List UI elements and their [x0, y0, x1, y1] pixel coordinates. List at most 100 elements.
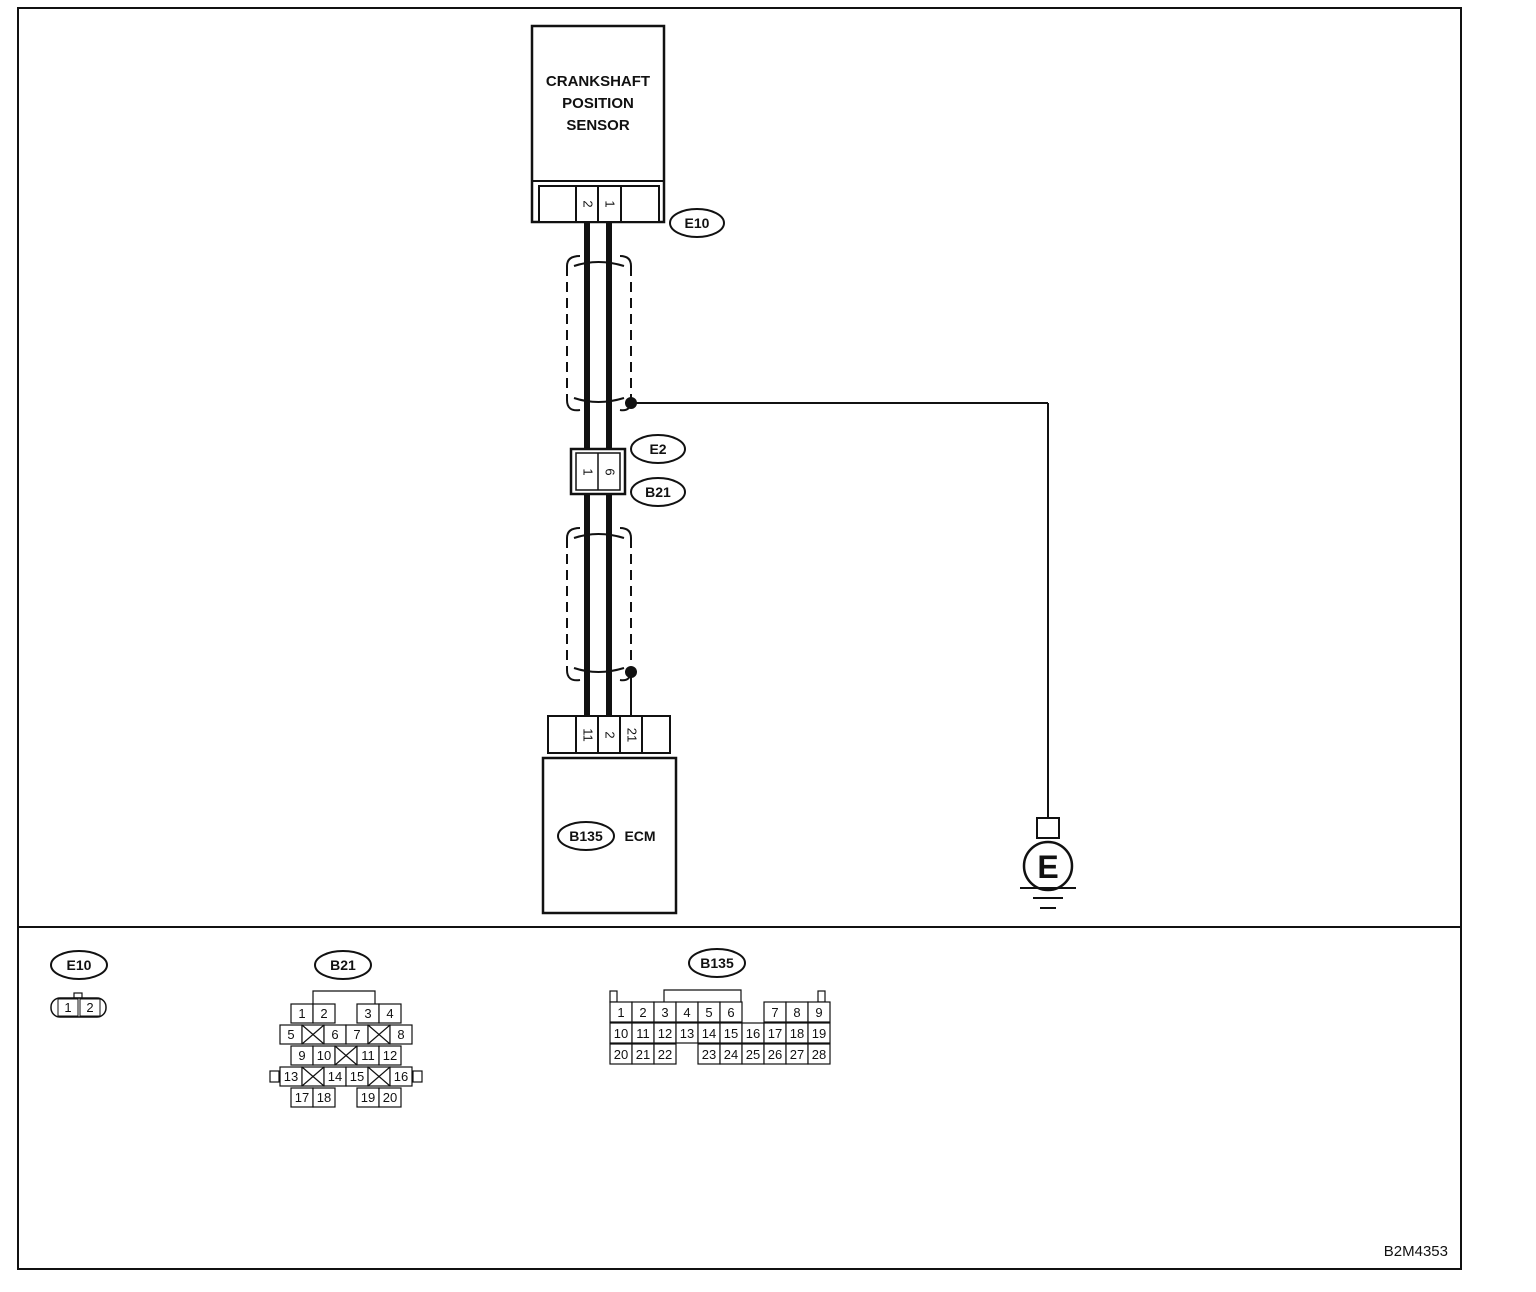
b135-pin-4: 4	[675, 1001, 699, 1023]
view-e10-pin-1: 1	[64, 1000, 71, 1015]
svg-text:22: 22	[658, 1047, 672, 1062]
svg-text:17: 17	[295, 1090, 309, 1105]
b135-pin-18: 18	[785, 1022, 809, 1044]
sensor-name-line3: SENSOR	[566, 117, 630, 134]
b135-pin-20: 20	[609, 1043, 633, 1065]
svg-text:21: 21	[636, 1047, 650, 1062]
svg-text:8: 8	[397, 1027, 404, 1042]
svg-text:3: 3	[661, 1005, 668, 1020]
svg-text:16: 16	[394, 1069, 408, 1084]
ecm-pin-2: 2	[603, 731, 618, 738]
junction-connector: 1 6	[569, 447, 627, 496]
svg-text:4: 4	[683, 1005, 690, 1020]
b135-pin-25: 25	[741, 1043, 765, 1065]
ecm-name: ECM	[624, 828, 655, 844]
b135-pin-19: 19	[807, 1022, 831, 1044]
b135-pin-8: 8	[785, 1001, 809, 1023]
b135-pin-13: 13	[675, 1022, 699, 1044]
svg-text:18: 18	[317, 1090, 331, 1105]
svg-text:4: 4	[386, 1006, 393, 1021]
b135-pin-28: 28	[807, 1043, 831, 1065]
junction-pin-6: 6	[603, 468, 618, 475]
svg-text:7: 7	[771, 1005, 778, 1020]
b21-pin-13: 13	[279, 1066, 303, 1087]
svg-text:3: 3	[364, 1006, 371, 1021]
connector-e10-label: E10	[685, 215, 710, 231]
b21-pin-2: 2	[312, 1003, 336, 1024]
svg-text:9: 9	[815, 1005, 822, 1020]
b21-pin-16: 16	[389, 1066, 413, 1087]
sensor-pin-2: 2	[581, 200, 596, 207]
svg-text:1: 1	[617, 1005, 624, 1020]
upper-shield	[566, 255, 1049, 818]
ground-label: E	[1037, 849, 1058, 885]
b21-pin-5: 5	[279, 1024, 303, 1045]
svg-text:7: 7	[353, 1027, 360, 1042]
svg-text:8: 8	[793, 1005, 800, 1020]
shield-junction-lower	[625, 666, 637, 678]
b135-pin-9: 9	[807, 1001, 831, 1023]
svg-text:13: 13	[284, 1069, 298, 1084]
svg-text:12: 12	[658, 1026, 672, 1041]
b135-pin-1: 1	[609, 1001, 633, 1023]
b135-pin-5: 5	[697, 1001, 721, 1023]
b21-pin-11: 11	[356, 1045, 380, 1066]
b21-pin-8: 8	[389, 1024, 413, 1045]
sensor-name-line2: POSITION	[562, 95, 634, 112]
b135-pin-15: 15	[719, 1022, 743, 1044]
b21-pin-4: 4	[378, 1003, 402, 1024]
connector-badge-e2: E2	[630, 434, 686, 464]
connector-badge-e10: E10	[669, 208, 725, 238]
view-b135-label: B135	[700, 955, 734, 971]
svg-text:11: 11	[361, 1048, 375, 1063]
svg-text:24: 24	[724, 1047, 738, 1062]
figure-id: B2M4353	[1384, 1243, 1448, 1260]
b21-blank-cell	[334, 1045, 358, 1066]
svg-text:20: 20	[614, 1047, 628, 1062]
b135-pin-22: 22	[653, 1043, 677, 1065]
crankshaft-position-sensor: CRANKSHAFT POSITION SENSOR 2 1	[530, 24, 666, 224]
signal-wires	[584, 222, 612, 716]
svg-text:25: 25	[746, 1047, 760, 1062]
svg-text:23: 23	[702, 1047, 716, 1062]
b135-pin-3: 3	[653, 1001, 677, 1023]
b135-pin-6: 6	[719, 1001, 743, 1023]
svg-text:6: 6	[727, 1005, 734, 1020]
b21-pin-12: 12	[378, 1045, 402, 1066]
b21-pin-9: 9	[290, 1045, 314, 1066]
b135-pin-2: 2	[631, 1001, 655, 1023]
b21-blank-cell	[367, 1066, 391, 1087]
svg-text:19: 19	[812, 1026, 826, 1041]
b135-pin-26: 26	[763, 1043, 787, 1065]
svg-text:15: 15	[724, 1026, 738, 1041]
svg-text:19: 19	[361, 1090, 375, 1105]
b135-pin-17: 17	[763, 1022, 787, 1044]
svg-text:28: 28	[812, 1047, 826, 1062]
svg-text:16: 16	[746, 1026, 760, 1041]
view-e10-pin-2: 2	[86, 1000, 93, 1015]
lower-shield	[566, 527, 632, 716]
b135-pin-27: 27	[785, 1043, 809, 1065]
b135-pin-10: 10	[609, 1022, 633, 1044]
b21-pin-20: 20	[378, 1087, 402, 1108]
b21-blank-cell	[301, 1066, 325, 1087]
view-b21-label: B21	[330, 957, 356, 973]
b21-blank-cell	[301, 1024, 325, 1045]
connector-badge-b21: B21	[630, 477, 686, 507]
svg-text:5: 5	[287, 1027, 294, 1042]
ecm-connector-label: B135	[569, 828, 603, 844]
b135-pin-16: 16	[741, 1022, 765, 1044]
svg-text:12: 12	[383, 1048, 397, 1063]
b21-pin-19: 19	[356, 1087, 380, 1108]
connector-view-e10: E10 1 2	[50, 950, 108, 1018]
diagram-frame	[17, 7, 1462, 1270]
svg-text:14: 14	[702, 1026, 716, 1041]
svg-text:18: 18	[790, 1026, 804, 1041]
b21-pin-18: 18	[312, 1087, 336, 1108]
ground-symbol: E	[1020, 817, 1076, 909]
svg-text:14: 14	[328, 1069, 342, 1084]
ecm-unit: 11 2 21 B135 ECM	[541, 715, 678, 915]
